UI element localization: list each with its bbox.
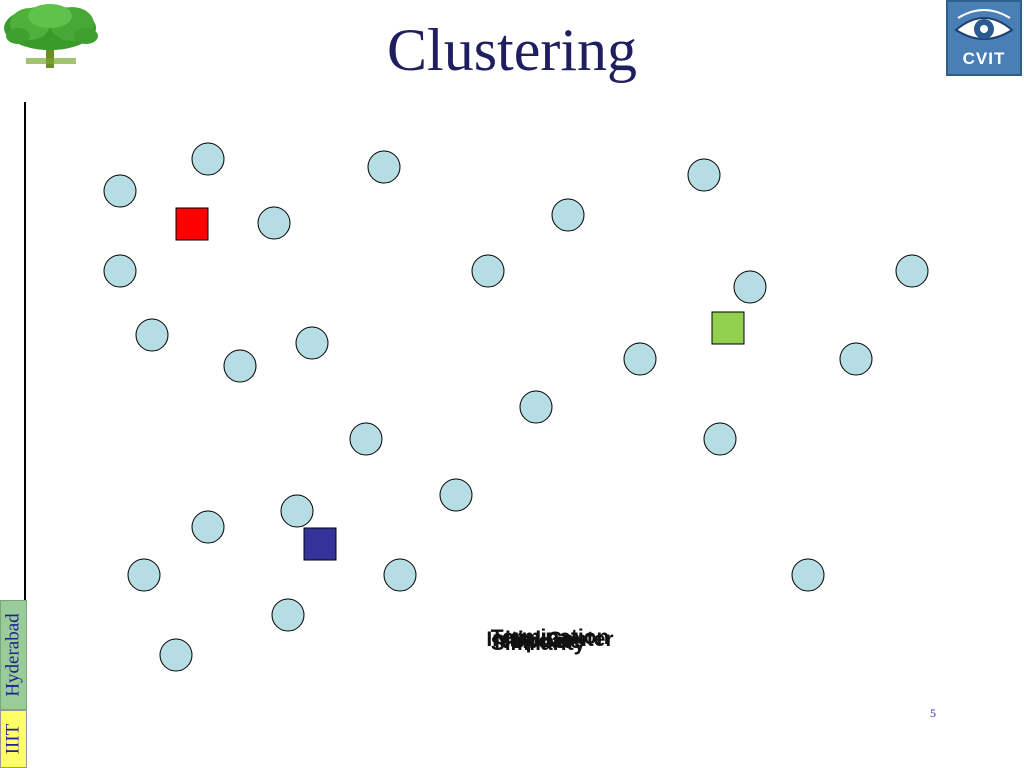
data-point [703,422,737,456]
tree-logo-icon [4,4,98,68]
eye-icon [954,9,1014,40]
caption-similarity: Similarity [490,632,586,655]
data-point [257,206,291,240]
data-point [271,598,305,632]
data-point [383,558,417,592]
data-point [367,150,401,184]
data-point [733,270,767,304]
data-point [223,349,257,383]
data-point [471,254,505,288]
cluster-center-blue [303,527,337,561]
data-point [135,318,169,352]
cluster-center-red [175,207,209,241]
caption-number: Number [494,630,574,653]
cvit-logo-text: CVIT [962,49,1006,68]
caption-update: Update [510,630,582,653]
data-point [551,198,585,232]
data-point [791,558,825,592]
caption-initial-center: Initial Center [486,628,614,651]
cluster-center-green [711,311,745,345]
data-point [895,254,929,288]
institute-label-iiit: IIIT [0,710,27,768]
data-point [280,494,314,528]
data-point [127,558,161,592]
data-point [519,390,553,424]
data-point [103,174,137,208]
page-number: 5 [930,706,936,720]
data-point [159,638,193,672]
cvit-logo: CVIT [946,0,1022,76]
data-point [839,342,873,376]
data-point [191,510,225,544]
data-point [687,158,721,192]
caption-termination: Termination [490,626,610,649]
data-point [623,342,657,376]
slide-title: Clustering [387,17,637,83]
data-point [295,326,329,360]
data-point [439,478,473,512]
institute-label: Hyderabad IIIT [0,600,27,768]
data-point [191,142,225,176]
institute-label-hyderabad: Hyderabad [0,600,27,710]
data-point [349,422,383,456]
left-divider [24,102,26,600]
data-point [103,254,137,288]
